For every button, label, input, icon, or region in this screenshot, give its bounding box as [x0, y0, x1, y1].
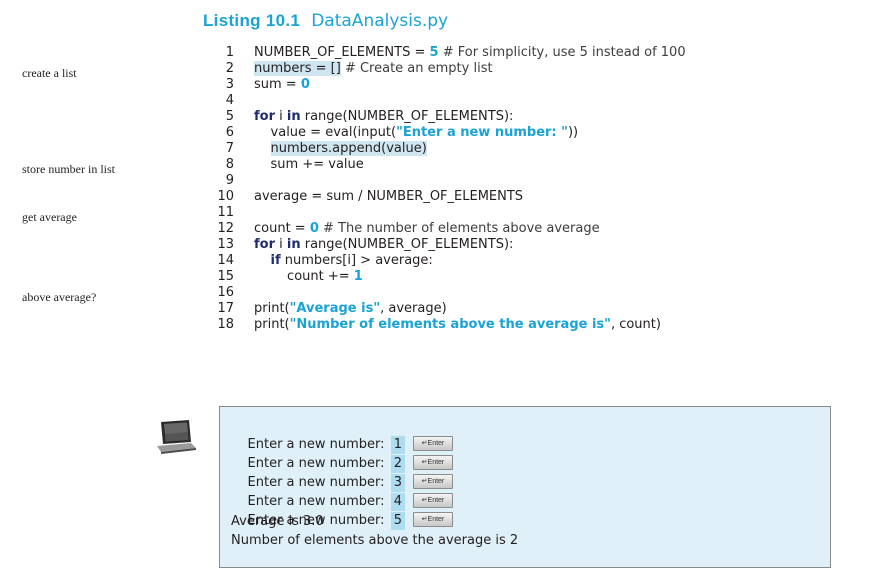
code-keyword: in [286, 109, 301, 124]
line-number: 5 [225, 109, 234, 124]
code-token: range(NUMBER_OF_ELEMENTS): [300, 109, 514, 124]
line-number: 7 [225, 141, 234, 156]
line-number: 16 [217, 285, 234, 300]
margin-note-create-list: create a list [22, 66, 77, 80]
code-number: 5 [429, 45, 439, 60]
code-highlight: numbers = [] [254, 61, 341, 76]
code-text: for i in range(NUMBER_OF_ELEMENTS): [254, 237, 513, 253]
line-number: 15 [217, 269, 234, 284]
code-token: sum += value [254, 157, 364, 172]
code-number: 0 [300, 77, 310, 92]
code-token: NUMBER_OF_ELEMENTS = [254, 45, 430, 60]
code-token: i [275, 109, 287, 124]
code-token: print( [254, 301, 290, 316]
margin-note-above-average: above average? [22, 290, 97, 304]
code-string: "Average is" [289, 301, 381, 316]
console-input-value: 1 [390, 436, 405, 454]
line-number: 17 [217, 301, 234, 316]
code-token: average = sum / NUMBER_OF_ELEMENTS [254, 189, 524, 204]
console-output-line: Number of elements above the average is … [231, 533, 519, 548]
line-number: 11 [217, 205, 234, 220]
listing-label: Listing 10.1 [203, 11, 301, 30]
enter-key-icon: ↵Enter [412, 455, 453, 470]
code-token: i [275, 237, 287, 252]
code-keyword: in [286, 237, 301, 252]
console-input-line: Enter a new number: 3 ↵Enter [231, 456, 453, 492]
code-highlight: numbers.append(value) [270, 141, 427, 156]
code-token: , count) [610, 317, 661, 332]
code-token: count += [254, 269, 354, 284]
line-number: 6 [225, 125, 234, 140]
code-token: sum = [254, 77, 301, 92]
code-token: numbers[i] > average: [280, 253, 433, 268]
line-number: 13 [217, 237, 234, 252]
code-token [254, 253, 271, 268]
console-prompt: Enter a new number: [247, 437, 385, 452]
code-token: , average) [380, 301, 447, 316]
code-text: print("Number of elements above the aver… [254, 317, 661, 333]
console-output-panel: Enter a new number: 1 ↵Enter Enter a new … [219, 406, 831, 568]
code-number: 0 [309, 221, 319, 236]
margin-note-store-number: store number in list [22, 162, 115, 176]
code-text: count = 0 # The number of elements above… [254, 221, 600, 237]
console-output-line: Average is 3.0 [231, 514, 324, 529]
console-input-value: 3 [390, 474, 405, 492]
code-token: value = eval(input( [254, 125, 397, 140]
code-text: print("Average is", average) [254, 301, 447, 317]
code-text: count += 1 [254, 269, 363, 285]
console-input-line: Enter a new number: 1 ↵Enter [231, 418, 453, 454]
enter-key-icon: ↵Enter [412, 512, 453, 527]
line-number: 12 [217, 221, 234, 236]
code-text: for i in range(NUMBER_OF_ELEMENTS): [254, 109, 513, 125]
line-number: 4 [225, 93, 234, 108]
code-text: sum = 0 [254, 77, 310, 93]
code-comment: # The number of elements above average [318, 221, 600, 236]
enter-key-icon: ↵Enter [412, 493, 453, 508]
code-token: range(NUMBER_OF_ELEMENTS): [300, 237, 514, 252]
console-prompt: Enter a new number: [247, 475, 385, 490]
code-comment: # For simplicity, use 5 instead of 100 [438, 45, 686, 60]
code-token: count = [254, 221, 310, 236]
console-input-value: 5 [390, 512, 405, 530]
code-text: NUMBER_OF_ELEMENTS = 5 # For simplicity,… [254, 45, 686, 61]
console-input-line: Enter a new number: 5 ↵Enter [231, 494, 453, 530]
code-string: "Enter a new number: " [396, 125, 568, 140]
listing-filename: DataAnalysis.py [311, 11, 449, 31]
code-keyword: if [270, 253, 281, 268]
code-text: numbers = [] # Create an empty list [254, 61, 493, 77]
code-number: 1 [353, 269, 363, 284]
code-token [254, 141, 271, 156]
console-input-value: 4 [390, 493, 405, 511]
line-number: 14 [217, 253, 234, 268]
console-input-line: Enter a new number: 4 ↵Enter [231, 475, 453, 511]
code-comment: # Create an empty list [340, 61, 493, 76]
laptop-icon [157, 420, 196, 454]
code-text: numbers.append(value) [254, 141, 427, 157]
console-prompt: Enter a new number: [247, 494, 385, 509]
line-number: 2 [225, 61, 234, 76]
code-text: value = eval(input("Enter a new number: … [254, 125, 579, 141]
line-number: 18 [217, 317, 234, 332]
listing-title: Listing 10.1 DataAnalysis.py [203, 8, 448, 34]
line-number: 8 [225, 157, 234, 172]
code-token: )) [567, 125, 579, 140]
enter-key-icon: ↵Enter [412, 436, 453, 451]
code-string: "Number of elements above the average is… [289, 317, 611, 332]
console-input-value: 2 [390, 455, 405, 473]
code-text: sum += value [254, 157, 364, 173]
code-text: if numbers[i] > average: [254, 253, 433, 269]
code-token: print( [254, 317, 290, 332]
line-number: 9 [225, 173, 234, 188]
code-text: average = sum / NUMBER_OF_ELEMENTS [254, 189, 523, 205]
line-number: 3 [225, 77, 234, 92]
enter-key-icon: ↵Enter [412, 474, 453, 489]
console-prompt: Enter a new number: [247, 456, 385, 471]
line-number: 10 [217, 189, 234, 204]
margin-note-get-average: get average [22, 210, 77, 224]
console-input-line: Enter a new number: 2 ↵Enter [231, 437, 453, 473]
code-keyword: for [254, 109, 275, 124]
line-number: 1 [225, 45, 234, 60]
code-keyword: for [254, 237, 275, 252]
console-prompt: Enter a new number: [247, 513, 385, 528]
